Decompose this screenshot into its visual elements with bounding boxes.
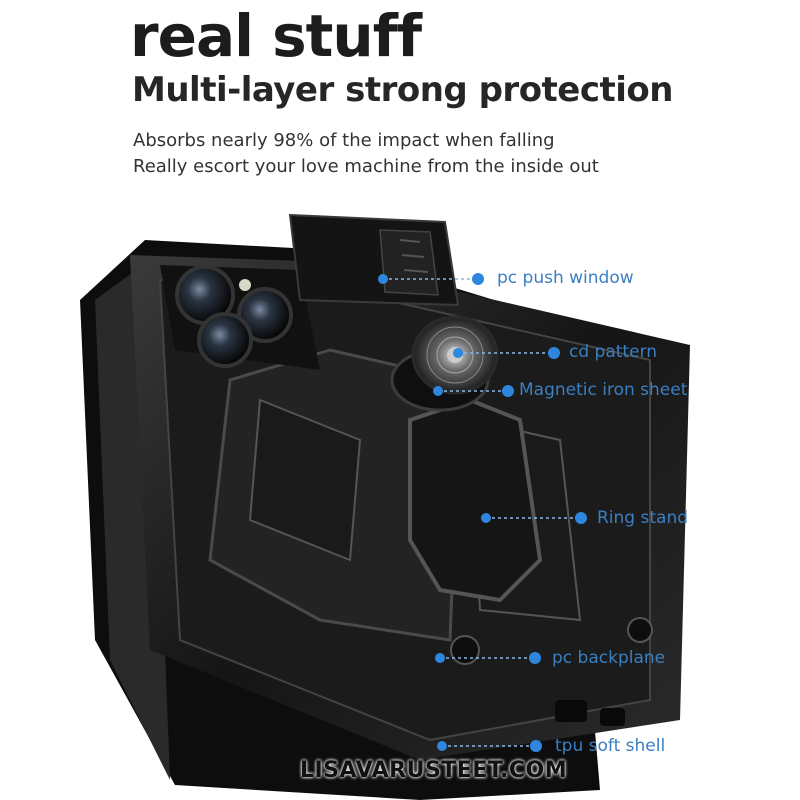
description-line-2: Really escort your love machine from the…	[133, 156, 599, 177]
callout-end-cd-pattern	[548, 347, 560, 359]
subheadline: Multi-layer strong protection	[132, 70, 674, 110]
flash	[239, 279, 251, 291]
camera-module	[160, 265, 320, 370]
callout-dot-ring-stand	[481, 513, 491, 523]
callout-end-magnetic-sheet	[502, 385, 514, 397]
callout-end-backplane	[529, 652, 541, 664]
callout-label-ring-stand: Ring stand	[597, 508, 689, 528]
headline: real stuff	[130, 2, 422, 70]
callout-end-ring-stand	[575, 512, 587, 524]
callout-dot-magnetic-sheet	[433, 386, 443, 396]
camera-lens-3	[197, 312, 253, 368]
description-line-1: Absorbs nearly 98% of the impact when fa…	[133, 130, 555, 151]
watermark: LISAVARUSTEET.COM	[300, 758, 568, 783]
callout-dot-cd-pattern	[453, 348, 463, 358]
callout-label-cd-pattern: cd pattern	[569, 342, 658, 362]
ring-stand	[408, 397, 543, 603]
callout-dot-soft-shell	[437, 741, 447, 751]
camera-lens-2	[237, 287, 293, 343]
callout-label-soft-shell: tpu soft shell	[555, 736, 666, 756]
ring-stand-assembly	[390, 315, 543, 603]
callout-lines	[378, 273, 587, 752]
description: Absorbs nearly 98% of the impact when fa…	[133, 128, 599, 180]
callout-label-backplane: pc backplane	[552, 648, 666, 668]
callout-end-push-window	[472, 273, 484, 285]
callout-label-magnetic-sheet: Magnetic iron sheet	[519, 380, 688, 400]
callout-label-push-window: pc push window	[497, 268, 634, 288]
callout-dot-backplane	[435, 653, 445, 663]
callout-end-soft-shell	[530, 740, 542, 752]
pc-push-window	[288, 213, 460, 307]
callout-dot-push-window	[378, 274, 388, 284]
